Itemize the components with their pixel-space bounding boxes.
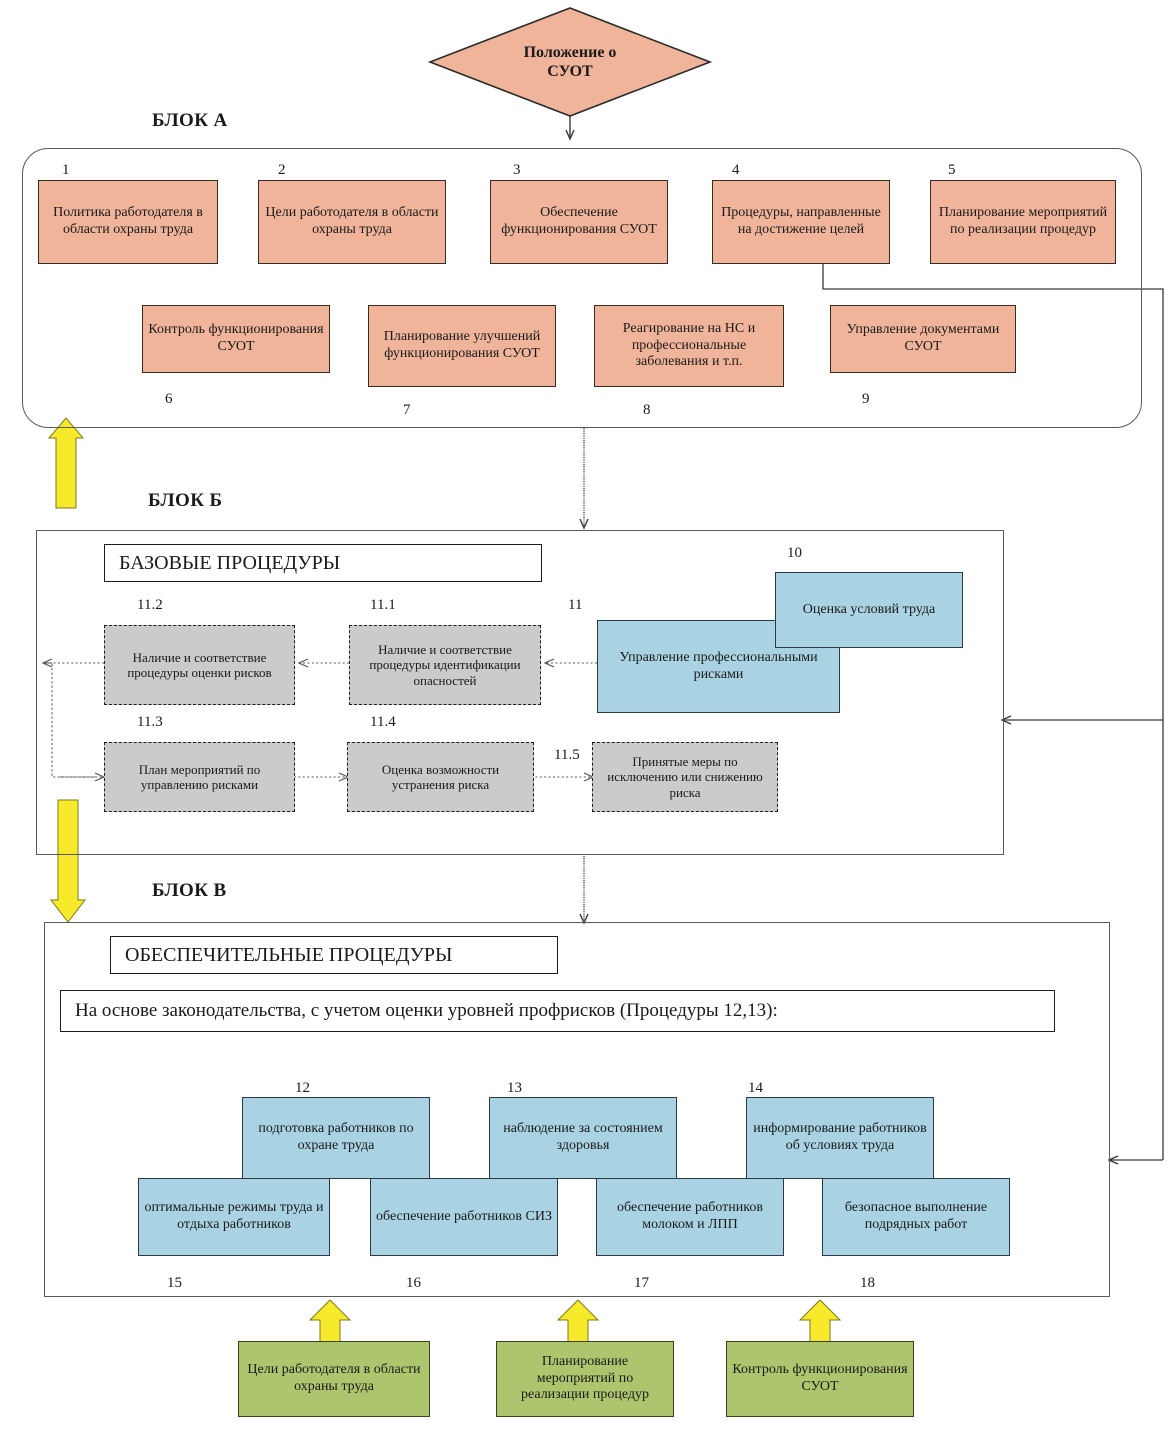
feedback-box-control-label: Контроль функционирования СУОТ [732, 1362, 908, 1394]
block-v-box-16-label: обеспечение работников СИЗ [376, 1208, 552, 1224]
block-v-box-17[interactable]: обеспечение работников молоком и ЛПП [596, 1178, 784, 1256]
block-v-box-13-label: наблюдение за состоянием здоровья [503, 1121, 663, 1153]
box-number-18: 18 [860, 1275, 875, 1291]
box-number-8: 8 [643, 402, 651, 418]
box-number-3: 3 [513, 162, 521, 178]
block-a-box-6[interactable]: Контроль функционирования СУОТ [142, 305, 330, 373]
feedback-box-planning[interactable]: Планирование мероприятий по реализации п… [496, 1341, 674, 1417]
block-v-box-15[interactable]: оптимальные режимы труда и отдыха работн… [138, 1178, 330, 1256]
box-number-2: 2 [278, 162, 286, 178]
feedback-box-goals-label: Цели работодателя в области охраны труда [247, 1362, 421, 1394]
block-v-box-13[interactable]: наблюдение за состоянием здоровья [489, 1097, 677, 1179]
block-a-box-9-label: Управление документами СУОТ [846, 322, 1000, 354]
box-number-15: 15 [167, 1275, 182, 1291]
box-number-14: 14 [748, 1080, 763, 1096]
block-a-box-1[interactable]: Политика работодателя в области охраны т… [38, 180, 218, 264]
block-a-box-7-label: Планирование улучшений функционирования … [383, 329, 541, 361]
base-procedures-banner-label: БАЗОВЫЕ ПРОЦЕДУРЫ [119, 551, 341, 574]
block-a-box-3-label: Обеспечение функционирования СУОТ [501, 205, 657, 237]
block-b-box-11-label: Управление профессиональными рисками [619, 649, 818, 682]
box-number-17: 17 [634, 1275, 649, 1291]
block-a-box-8-label: Реагирование на НС и профессиональные за… [622, 321, 756, 370]
box-number-1: 1 [62, 162, 70, 178]
block-b-box-11-3-label: План мероприятий по управлению рисками [138, 761, 261, 792]
feedback-box-planning-label: Планирование мероприятий по реализации п… [520, 1354, 650, 1403]
block-v-box-12[interactable]: подготовка работников по охране труда [242, 1097, 430, 1179]
block-b-box-11-1-label: Наличие и соответствие процедуры идентиф… [369, 642, 521, 688]
block-b-box-11-2-label: Наличие и соответствие процедуры оценки … [127, 649, 272, 680]
block-b-box-11-4[interactable]: Оценка возможности устранения риска [347, 742, 534, 812]
block-b-box-10-label: Оценка условий труда [802, 601, 936, 617]
block-v-box-18-label: безопасное выполнение подрядных работ [844, 1200, 988, 1232]
block-a-box-2[interactable]: Цели работодателя в области охраны труда [258, 180, 446, 264]
box-number-11-4: 11.4 [370, 714, 396, 730]
box-number-11-2: 11.2 [137, 597, 163, 613]
box-number-5: 5 [948, 162, 956, 178]
box-number-10: 10 [787, 545, 802, 561]
support-procedures-banner: ОБЕСПЕЧИТЕЛЬНЫЕ ПРОЦЕДУРЫ [110, 936, 558, 974]
block-a-box-3[interactable]: Обеспечение функционирования СУОТ [490, 180, 668, 264]
box-number-11-1: 11.1 [370, 597, 396, 613]
yellow-arrow-b-to-a [47, 417, 85, 509]
block-a-box-5[interactable]: Планирование мероприятий по реализации п… [930, 180, 1116, 264]
feedback-box-control[interactable]: Контроль функционирования СУОТ [726, 1341, 914, 1417]
box-number-13: 13 [507, 1080, 522, 1096]
block-a-box-4-label: Процедуры, направленные на достижение це… [721, 205, 881, 237]
block-a-box-1-label: Политика работодателя в области охраны т… [53, 205, 203, 237]
box-number-11-3: 11.3 [137, 714, 163, 730]
block-a-box-6-label: Контроль функционирования СУОТ [148, 322, 324, 354]
box-number-6: 6 [165, 391, 173, 407]
block-v-box-14[interactable]: информирование работников об условиях тр… [746, 1097, 934, 1179]
suot-regulation-label-line1: Положение о [523, 43, 617, 61]
block-a-box-2-label: Цели работодателя в области охраны труда [265, 205, 439, 237]
block-b-box-11-5[interactable]: Принятые меры по исключению или снижению… [592, 742, 778, 812]
block-v-box-14-label: информирование работников об условиях тр… [753, 1121, 927, 1153]
block-b-title: БЛОК Б [148, 490, 223, 511]
legal-basis-banner: На основе законодательства, с учетом оце… [60, 990, 1055, 1032]
block-a-box-5-label: Планирование мероприятий по реализации п… [938, 205, 1108, 237]
support-procedures-banner-label: ОБЕСПЕЧИТЕЛЬНЫЕ ПРОЦЕДУРЫ [125, 943, 453, 966]
block-v-box-17-label: обеспечение работников молоком и ЛПП [617, 1200, 763, 1232]
block-a-box-8[interactable]: Реагирование на НС и профессиональные за… [594, 305, 784, 387]
box-number-7: 7 [403, 402, 411, 418]
legal-basis-banner-label: На основе законодательства, с учетом оце… [75, 1000, 778, 1021]
box-number-12: 12 [295, 1080, 310, 1096]
block-b-box-10[interactable]: Оценка условий труда [775, 572, 963, 648]
block-b-box-11-2[interactable]: Наличие и соответствие процедуры оценки … [104, 625, 295, 705]
block-b-box-11-5-label: Принятые меры по исключению или снижению… [607, 754, 763, 800]
block-a-box-7[interactable]: Планирование улучшений функционирования … [368, 305, 556, 387]
suot-regulation-node: Положение о СУОТ [430, 8, 710, 116]
block-v-container [44, 922, 1110, 1297]
block-v-box-16[interactable]: обеспечение работников СИЗ [370, 1178, 558, 1256]
box-number-11: 11 [568, 597, 583, 613]
block-v-box-12-label: подготовка работников по охране труда [258, 1121, 414, 1153]
block-v-box-15-label: оптимальные режимы труда и отдыха работн… [144, 1200, 324, 1232]
block-b-box-11-4-label: Оценка возможности устранения риска [381, 761, 500, 792]
base-procedures-banner: БАЗОВЫЕ ПРОЦЕДУРЫ [104, 544, 542, 582]
block-v-box-18[interactable]: безопасное выполнение подрядных работ [822, 1178, 1010, 1256]
block-a-box-9[interactable]: Управление документами СУОТ [830, 305, 1016, 373]
block-v-title: БЛОК В [152, 880, 227, 901]
box-number-4: 4 [732, 162, 740, 178]
feedback-box-goals[interactable]: Цели работодателя в области охраны труда [238, 1341, 430, 1417]
box-number-9: 9 [862, 391, 870, 407]
block-a-title: БЛОК А [152, 110, 228, 131]
box-number-11-5: 11.5 [554, 747, 580, 763]
suot-regulation-label-line2: СУОТ [547, 63, 593, 80]
box-number-16: 16 [406, 1275, 421, 1291]
block-a-box-4[interactable]: Процедуры, направленные на достижение це… [712, 180, 890, 264]
block-b-box-11-1[interactable]: Наличие и соответствие процедуры идентиф… [349, 625, 541, 705]
block-b-box-11-3[interactable]: План мероприятий по управлению рисками [104, 742, 295, 812]
